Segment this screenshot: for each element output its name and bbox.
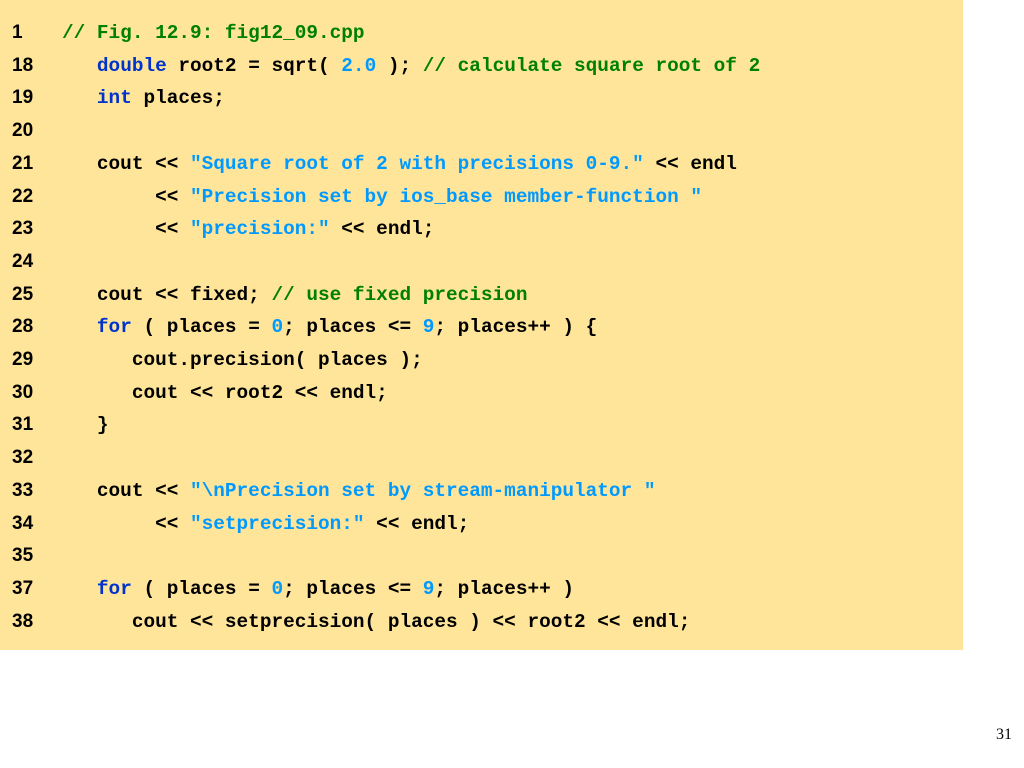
code-text: cout.precision( places ); xyxy=(62,349,423,371)
string-token: "precision:" xyxy=(190,218,330,241)
code-token: cout << xyxy=(62,152,190,175)
string-token: "\nPrecision set by stream-manipulator " xyxy=(190,479,656,502)
number-token: 0 xyxy=(271,316,284,339)
code-token xyxy=(62,55,97,77)
code-text: cout << setprecision( places ) << root2 … xyxy=(62,610,691,633)
line-number: 1 xyxy=(12,22,23,43)
code-token: << endl; xyxy=(364,512,470,535)
comment-token: // use fixed precision xyxy=(271,283,528,306)
code-token: ; places <= xyxy=(283,316,423,339)
code-token: cout << xyxy=(62,479,190,502)
code-token: ( places = xyxy=(131,577,272,600)
code-token: ; places++ ) xyxy=(434,577,575,600)
code-text: int places; xyxy=(62,87,225,109)
code-text: for ( places = 0; places <= 9; places++ … xyxy=(62,316,597,338)
number-token: 9 xyxy=(422,316,435,339)
number-token: 0 xyxy=(271,577,284,600)
code-token: cout << root2 << endl; xyxy=(62,381,388,404)
line-number: 38 xyxy=(12,610,34,632)
code-text: for ( places = 0; places <= 9; places++ … xyxy=(62,578,574,600)
line-number: 22 xyxy=(12,185,34,207)
line-number: 33 xyxy=(12,479,34,501)
code-text: cout << "Square root of 2 with precision… xyxy=(62,153,737,175)
comment-token: // calculate square root of 2 xyxy=(422,54,761,77)
code-token: << endl xyxy=(643,152,737,175)
code-token: ; places <= xyxy=(283,577,423,600)
code-token: << xyxy=(62,218,190,241)
code-token: } xyxy=(62,414,109,437)
code-token xyxy=(62,87,97,109)
line-number: 19 xyxy=(12,87,34,109)
keyword-token: int xyxy=(96,87,132,110)
keyword-token: double xyxy=(96,54,167,77)
code-token: cout.precision( places ); xyxy=(62,349,423,371)
line-number: 35 xyxy=(12,545,34,567)
slide-number: 31 xyxy=(996,726,1012,743)
code-token: ); xyxy=(376,54,423,77)
code-text: << "Precision set by ios_base member-fun… xyxy=(62,186,702,208)
line-number: 20 xyxy=(12,120,34,142)
code-text: double root2 = sqrt( 2.0 ); // calculate… xyxy=(62,55,760,77)
code-token: ( places = xyxy=(131,316,272,339)
line-number: 24 xyxy=(12,250,34,272)
code-token xyxy=(62,316,97,338)
string-token: "Square root of 2 with precisions 0-9." xyxy=(190,152,644,175)
code-token: cout << fixed; xyxy=(62,283,272,306)
code-text: cout << root2 << endl; xyxy=(62,382,388,404)
code-text: << "precision:" << endl; xyxy=(62,218,434,240)
line-number: 31 xyxy=(12,414,34,436)
code-token xyxy=(62,578,97,600)
line-number: 21 xyxy=(12,152,34,174)
string-token: "Precision set by ios_base member-functi… xyxy=(190,185,702,208)
line-number: 32 xyxy=(12,447,34,469)
code-token: cout << setprecision( places ) << root2 … xyxy=(62,610,691,633)
line-number: 34 xyxy=(12,512,34,534)
keyword-token: for xyxy=(96,316,132,339)
line-number: 23 xyxy=(12,218,34,240)
code-text: // Fig. 12.9: fig12_09.cpp xyxy=(62,22,365,44)
line-number: 37 xyxy=(12,577,34,599)
line-number: 30 xyxy=(12,381,34,403)
comment-token: // Fig. 12.9: fig12_09.cpp xyxy=(62,22,365,44)
code-text: << "setprecision:" << endl; xyxy=(62,513,469,535)
line-number: 28 xyxy=(12,316,34,338)
string-token: "setprecision:" xyxy=(190,512,365,535)
line-number: 25 xyxy=(12,283,34,305)
line-number: 29 xyxy=(12,349,34,370)
code-text: cout << fixed; // use fixed precision xyxy=(62,283,528,306)
number-token: 9 xyxy=(422,577,435,600)
keyword-token: for xyxy=(96,577,132,600)
number-token: 2.0 xyxy=(341,54,377,77)
code-token: root2 = sqrt( xyxy=(166,54,342,77)
code-text: cout << "\nPrecision set by stream-manip… xyxy=(62,479,656,502)
code-token: << xyxy=(62,512,190,535)
code-listing: 1 // Fig. 12.9: fig12_09.cpp 18 double roo… xyxy=(0,0,963,650)
code-token: << xyxy=(62,185,190,208)
line-number: 18 xyxy=(12,54,34,76)
code-token: places; xyxy=(131,87,225,110)
code-text: } xyxy=(62,414,109,436)
code-token: ; places++ ) { xyxy=(434,316,598,339)
code-token: << endl; xyxy=(329,218,435,241)
